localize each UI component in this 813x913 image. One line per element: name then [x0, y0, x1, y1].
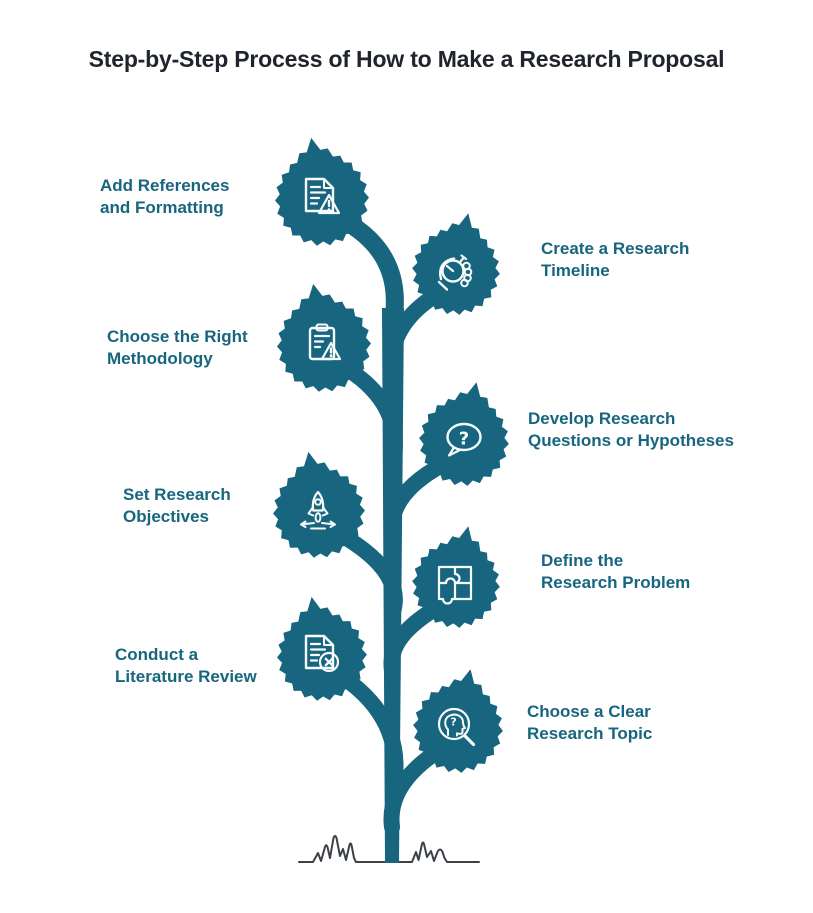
branch-7: [343, 675, 404, 798]
step-label-line: Research Topic: [527, 723, 653, 743]
svg-text:?: ?: [459, 429, 469, 450]
branch-3: [344, 364, 403, 470]
leaf-research-timeline: [412, 213, 500, 315]
leaf-research-problem: [412, 526, 500, 628]
document-warning-icon: [304, 177, 341, 215]
step-label-line: Questions or Hypotheses: [528, 430, 734, 450]
document-x-icon: [304, 634, 340, 673]
step-label-line: Create a Research: [541, 239, 690, 258]
branch-6: [383, 604, 438, 678]
leaf-research-topic: [413, 669, 503, 773]
step-label-line: Set Research: [123, 485, 231, 504]
step-label-line: Conduct a: [115, 645, 199, 664]
step-label-line: Research Problem: [541, 572, 691, 592]
hand-stopwatch-icon: [437, 254, 473, 291]
step-label-methodology: Choose the Right Methodology: [107, 326, 248, 369]
step-label-research-timeline: Create a Research Timeline: [541, 238, 689, 281]
step-label-line: and Formatting: [100, 197, 224, 217]
step-label-line: Objectives: [123, 506, 209, 526]
step-label-line: Define the: [541, 551, 624, 570]
branch-2: [383, 291, 438, 384]
step-label-research-problem: Define the Research Problem: [541, 550, 690, 593]
leaf-research-questions: [419, 382, 509, 486]
step-label-research-questions: Develop Research Questions or Hypotheses: [528, 408, 734, 451]
step-label-line: Timeline: [541, 260, 610, 280]
step-label-research-objectives: Set Research Objectives: [123, 484, 231, 527]
puzzle-icon: [437, 565, 473, 605]
question-bubble-icon: ?: [446, 422, 482, 457]
step-label-line: Choose a Clear: [527, 702, 651, 721]
rocket-launch-icon: [300, 490, 336, 530]
grass-ground-line: [298, 835, 480, 863]
step-label-add-references: Add References and Formatting: [100, 175, 229, 218]
branch-1: [341, 215, 404, 331]
svg-text:?: ?: [450, 716, 456, 729]
step-label-line: Methodology: [107, 348, 213, 368]
step-label-line: Choose the Right: [107, 327, 248, 346]
branch-8: [383, 748, 439, 835]
clipboard-warning-icon: [308, 323, 342, 361]
head-search-icon: ?: [437, 707, 476, 747]
branch-4: [383, 461, 443, 544]
leaf-methodology: [277, 283, 371, 392]
step-label-research-topic: Choose a Clear Research Topic: [527, 701, 652, 744]
step-label-line: Develop Research: [528, 409, 676, 428]
main-stem: [340, 215, 443, 863]
step-label-literature-review: Conduct a Literature Review: [115, 644, 257, 687]
step-label-line: Literature Review: [115, 666, 257, 686]
page-title: Step-by-Step Process of How to Make a Re…: [88, 46, 725, 72]
branch-5: [340, 531, 403, 620]
step-label-line: Add References: [100, 176, 230, 195]
